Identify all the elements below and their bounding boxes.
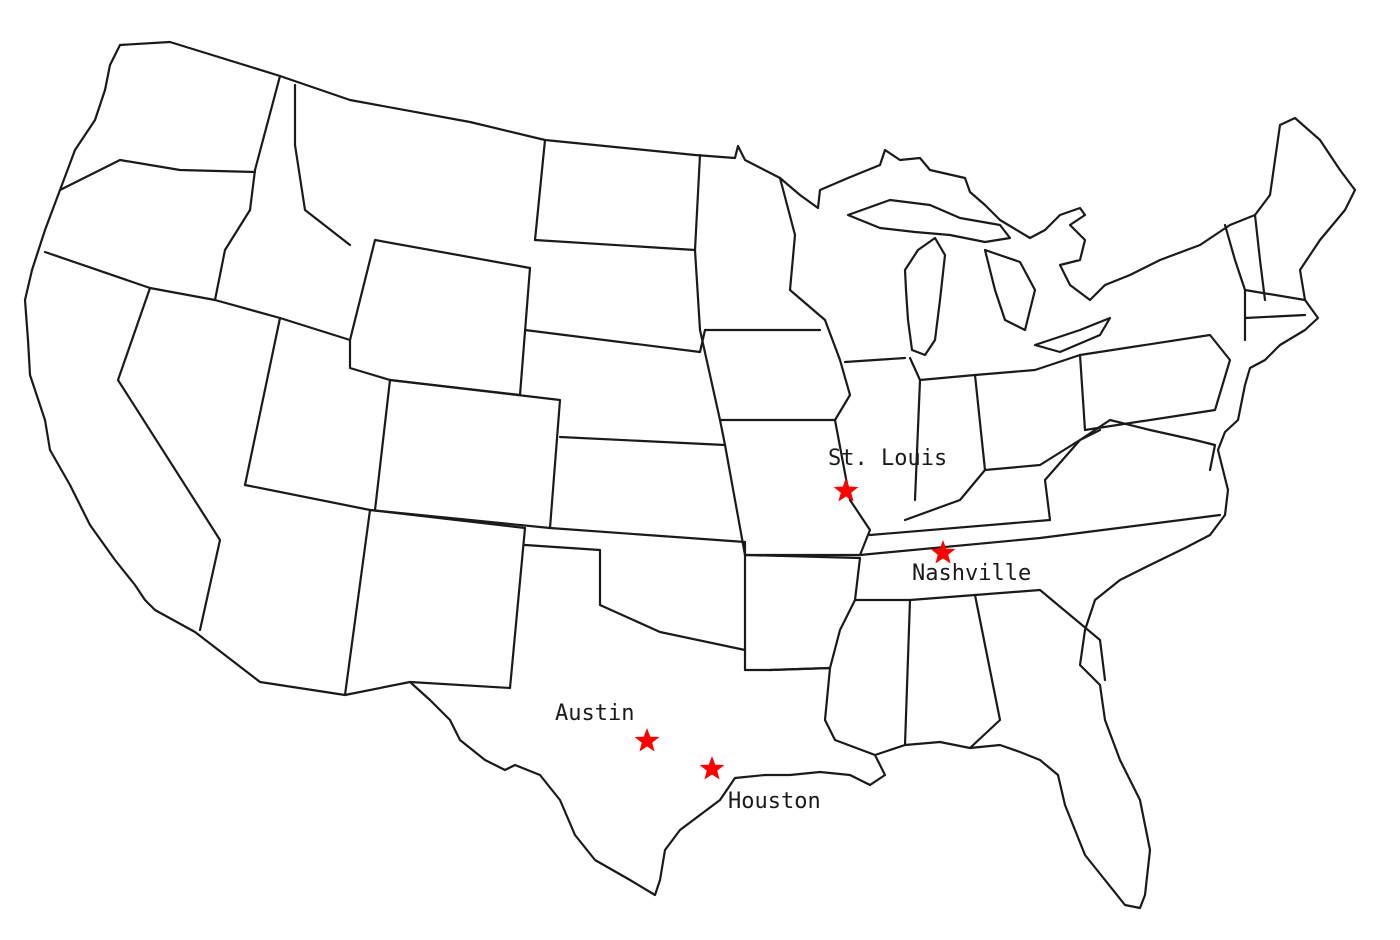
star-icon xyxy=(930,540,956,564)
lake-superior xyxy=(846,198,1012,244)
city-label-st-louis: St. Louis xyxy=(828,446,947,471)
star-icon xyxy=(833,478,859,502)
lake-erie xyxy=(1033,316,1112,354)
us-outline xyxy=(23,40,1357,910)
city-label-houston: Houston xyxy=(728,789,821,814)
lake-michigan xyxy=(903,236,947,357)
lake-huron xyxy=(983,248,1037,332)
state-borders xyxy=(43,74,1307,757)
city-label-austin: Austin xyxy=(555,701,634,726)
star-icon xyxy=(634,728,660,752)
great-lakes xyxy=(846,198,1112,357)
city-label-nashville: Nashville xyxy=(912,561,1031,586)
city-markers xyxy=(634,478,956,780)
star-icon xyxy=(699,756,725,780)
